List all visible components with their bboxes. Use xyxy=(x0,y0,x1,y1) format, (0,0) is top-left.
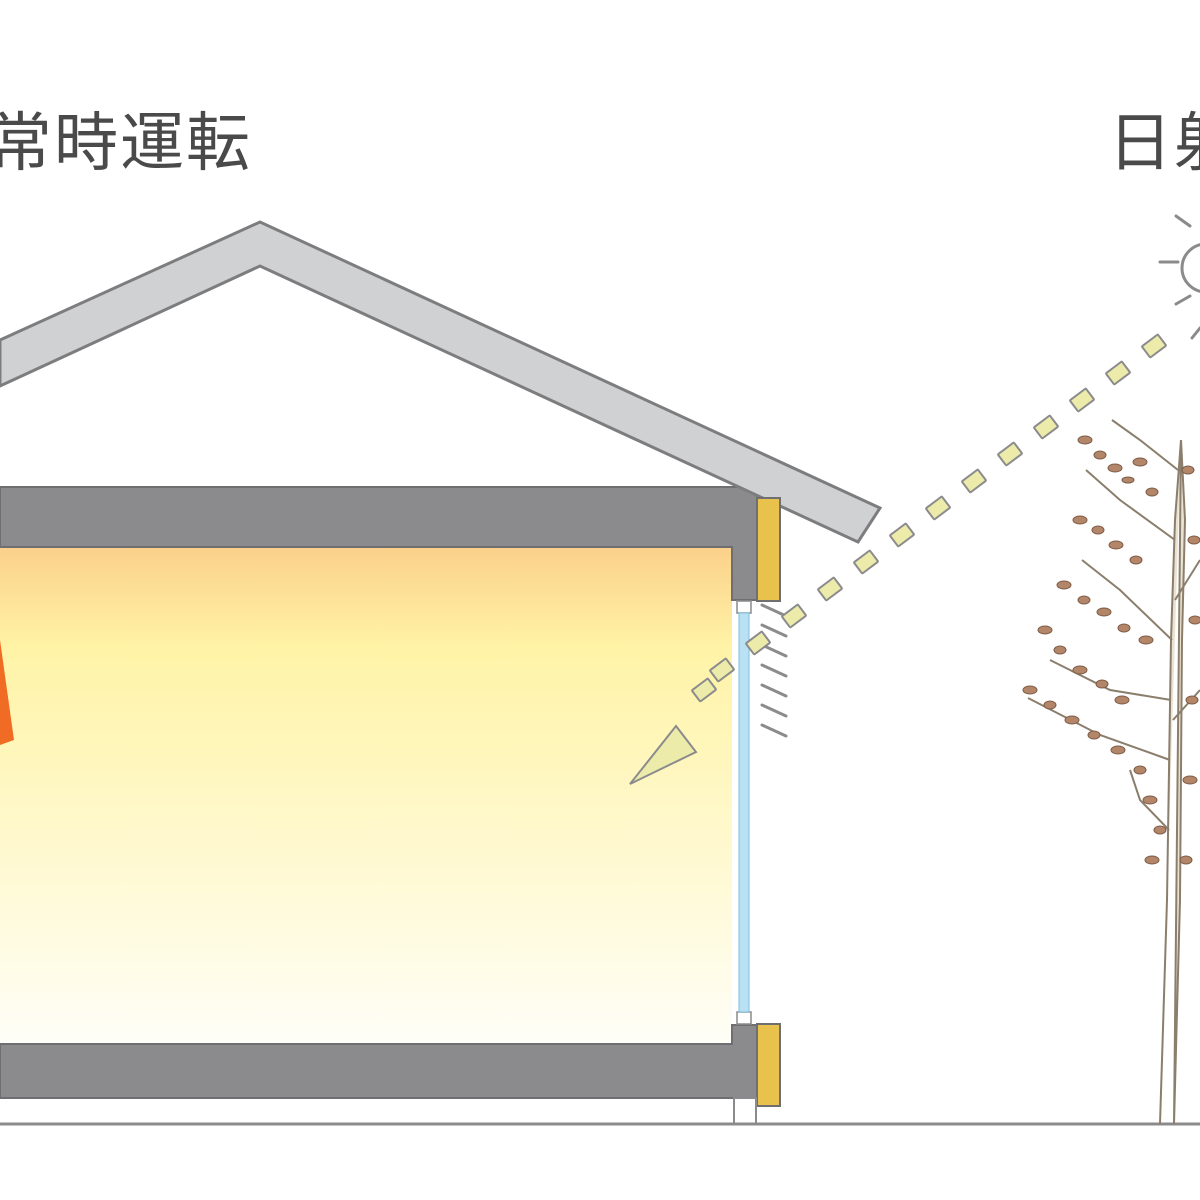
window-frame-bottom xyxy=(736,1011,752,1025)
sun-icon xyxy=(1158,214,1200,340)
insulation-lower xyxy=(756,1023,781,1107)
tree-icon xyxy=(1022,419,1200,1125)
foundation-post xyxy=(733,1097,757,1125)
window-frame-top xyxy=(736,600,752,614)
label-constant-operation: 常時運転 xyxy=(0,107,252,181)
tree-trunk xyxy=(1159,439,1187,1125)
insulation-upper xyxy=(756,497,781,602)
exterior-blind xyxy=(760,603,788,738)
sunray-arrowhead xyxy=(629,724,698,785)
orange-arrow-icon xyxy=(0,640,14,745)
label-solar-radiation: 日射 xyxy=(1108,107,1200,181)
sunray-beam xyxy=(629,333,1167,785)
roof xyxy=(0,220,883,544)
room-interior xyxy=(0,547,732,1042)
window-glass xyxy=(738,612,750,1013)
